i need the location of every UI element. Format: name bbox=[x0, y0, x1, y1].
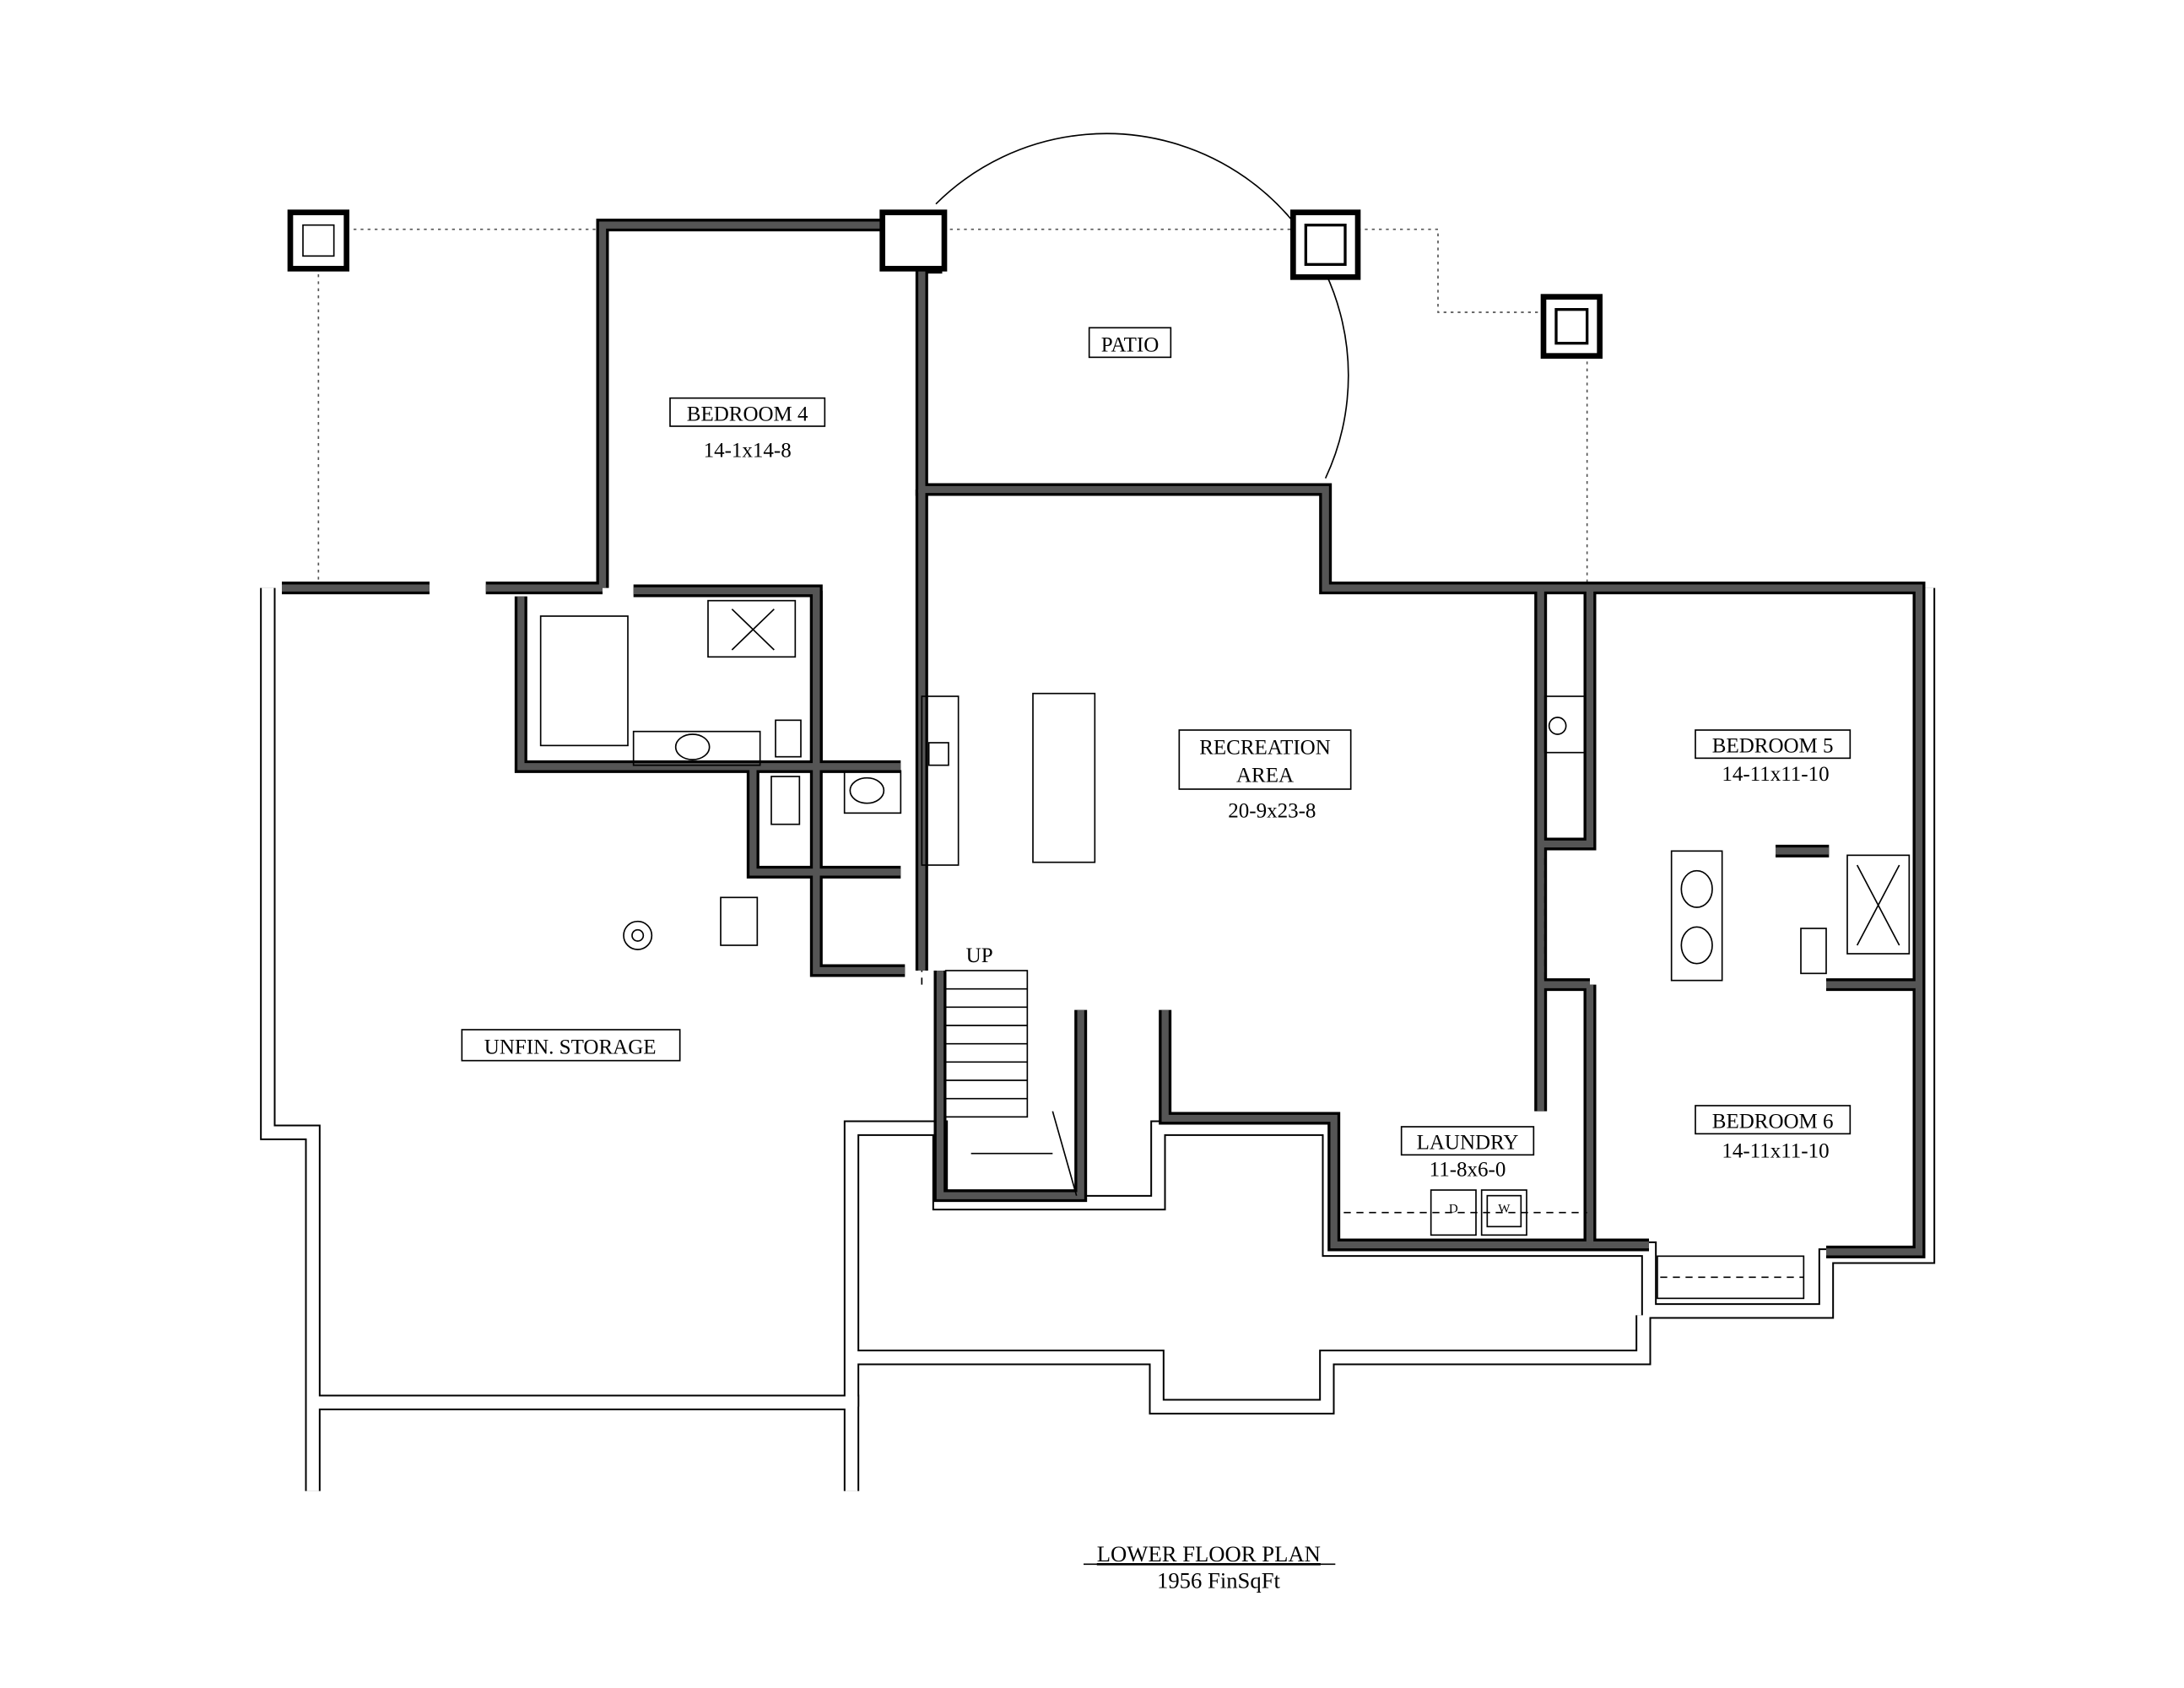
room-size: 14-11x11-10 bbox=[1722, 1140, 1829, 1163]
interior-walls bbox=[282, 219, 1926, 1258]
room-size: 14-1x14-8 bbox=[704, 440, 792, 463]
room-bedroom-5: BEDROOM 5 14-11x11-10 bbox=[1695, 729, 1852, 786]
covered-area-outline bbox=[317, 228, 1588, 588]
patio-arc bbox=[935, 133, 1349, 479]
pier-columns bbox=[287, 209, 1603, 359]
staircase bbox=[944, 970, 1078, 1196]
room-bedroom-6: BEDROOM 6 14-11x11-10 bbox=[1695, 1105, 1852, 1163]
room-bedroom-4: BEDROOM 4 14-1x14-8 bbox=[669, 397, 826, 463]
room-patio: PATIO bbox=[1088, 327, 1172, 359]
fixtures bbox=[539, 599, 1911, 1300]
stairs-up-label: UP bbox=[966, 944, 993, 967]
room-unfinished-storage: UNFIN. STORAGE bbox=[461, 1029, 681, 1062]
room-size: 11-8x6-0 bbox=[1430, 1158, 1506, 1181]
room-size: 20-9x23-8 bbox=[1228, 799, 1316, 822]
room-name: RECREATION bbox=[1199, 736, 1331, 759]
washer-label: W bbox=[1498, 1203, 1511, 1216]
room-name: UNFIN. STORAGE bbox=[484, 1036, 657, 1058]
room-name: BEDROOM 5 bbox=[1712, 735, 1834, 758]
room-laundry: LAUNDRY 11-8x6-0 bbox=[1400, 1126, 1535, 1181]
dryer-label: D bbox=[1449, 1203, 1458, 1216]
dryer: D bbox=[1430, 1189, 1477, 1236]
room-name: BEDROOM 4 bbox=[687, 403, 808, 425]
plan-subtitle: 1956 FinSqFt bbox=[1157, 1568, 1281, 1593]
room-name-line2: AREA bbox=[1236, 765, 1294, 787]
room-name: LAUNDRY bbox=[1417, 1132, 1519, 1155]
room-size: 14-11x11-10 bbox=[1722, 763, 1829, 786]
room-name: BEDROOM 6 bbox=[1712, 1111, 1834, 1133]
washer: W bbox=[1480, 1189, 1527, 1236]
room-name: PATIO bbox=[1101, 334, 1160, 357]
room-recreation-area: RECREATION AREA 20-9x23-8 bbox=[1178, 729, 1352, 822]
plan-title: LOWER FLOOR PLAN bbox=[1097, 1541, 1321, 1566]
